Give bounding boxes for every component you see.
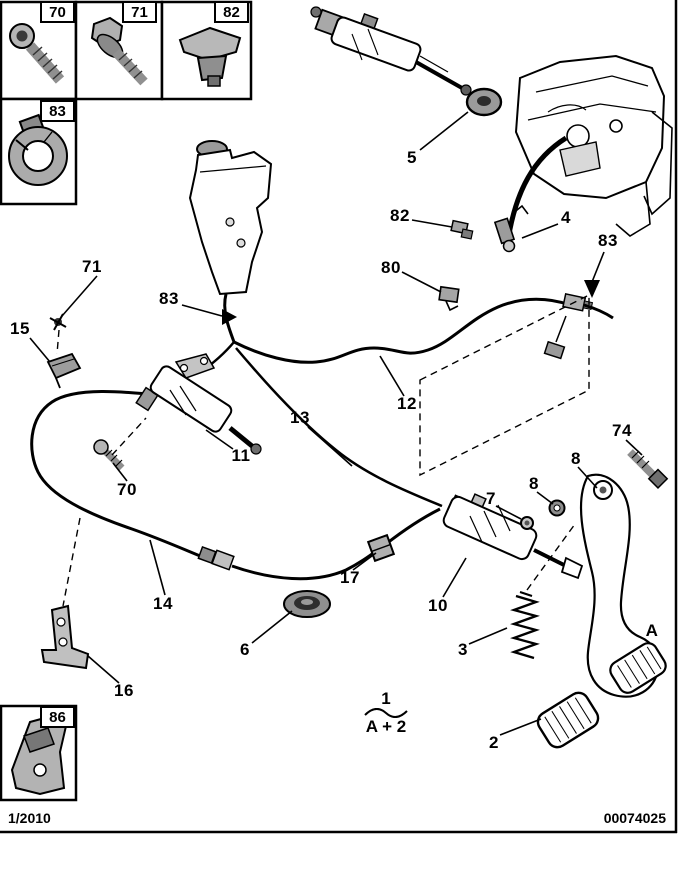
inset-drawing-clamp-83 (8, 113, 68, 186)
inset-tag-83: 83 (40, 100, 75, 122)
screw-71-drawing (49, 313, 67, 331)
master-cylinder-10 (442, 493, 584, 580)
page-border (0, 0, 678, 834)
pipe-12 (233, 292, 614, 364)
inset-tag-86: 86 (40, 706, 75, 728)
switch-4-drawing (493, 204, 529, 253)
inset-drawing-bracket-86 (10, 714, 68, 796)
footer-date: 1/2010 (8, 810, 51, 826)
construction-lines (56, 293, 590, 607)
clutch-pedal-A (579, 473, 667, 698)
inset-tag-70: 70 (40, 1, 75, 23)
bushing-8-drawing (548, 499, 566, 517)
clip-80-drawing (438, 285, 460, 312)
inset-drawing-screw-71 (90, 16, 148, 86)
assembly-note-denominator: A + 2 (365, 716, 407, 736)
clip-17-drawing (366, 533, 396, 563)
inset-tag-82: 82 (214, 1, 249, 23)
assembly-note-tilde (364, 707, 408, 718)
bolt-70-drawing (93, 439, 125, 471)
pipe-13 (235, 347, 443, 508)
bracket-16-drawing (40, 604, 90, 670)
inset-drawing-bolt-70 (9, 23, 65, 84)
pipe-connector-drawing (543, 315, 567, 360)
pipe-14 (30, 390, 441, 581)
clip-82-drawing (450, 219, 474, 240)
grommet-6-drawing (283, 590, 331, 618)
pedal-pad-2-drawing (536, 691, 600, 749)
fluid-reservoir (188, 140, 273, 296)
clip-15-drawing (46, 352, 82, 389)
cable-arc (505, 135, 568, 241)
pedal-bracket-assembly (514, 54, 673, 237)
bolt-74-drawing (627, 449, 669, 489)
slave-cylinder-11 (135, 353, 262, 455)
inset-drawing-clip-82 (178, 26, 242, 87)
seal-7-drawing (520, 516, 534, 530)
inset-tag-71: 71 (122, 1, 157, 23)
assembly-note-numerator: 1 (381, 689, 391, 708)
footer-document-number: 00074025 (603, 810, 666, 826)
reference-arrows (222, 280, 600, 325)
spring-3-drawing (510, 591, 540, 660)
assembly-note: 1 A + 2 (363, 690, 409, 736)
clutch-master-assembly-top (310, 6, 503, 117)
leader-lines (29, 111, 643, 736)
